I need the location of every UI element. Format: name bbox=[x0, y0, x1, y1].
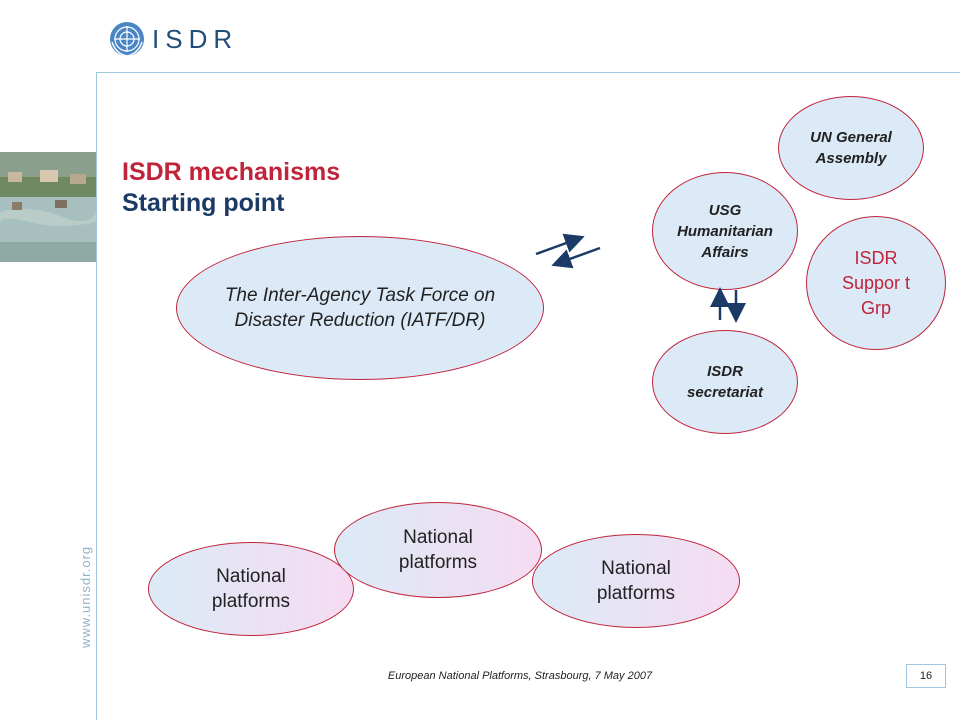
flood-photo-icon bbox=[0, 152, 96, 262]
page-number: 16 bbox=[906, 664, 946, 688]
left-divider bbox=[96, 72, 97, 720]
national-platforms-label-1: National platforms bbox=[211, 566, 291, 612]
isdr-secretariat-label: ISDR secretariat bbox=[687, 363, 763, 401]
title-line-1: ISDR mechanisms bbox=[122, 158, 341, 186]
iatf-node: The Inter-Agency Task Force on Disaster … bbox=[176, 236, 544, 380]
un-general-assembly-node: UN General Assembly bbox=[778, 96, 924, 200]
un-emblem-icon bbox=[110, 22, 144, 57]
arrow-to-usg bbox=[535, 233, 585, 256]
logo-text: ISDR bbox=[152, 23, 239, 54]
national-platforms-node-3: National platforms bbox=[532, 534, 740, 628]
national-platforms-node-1: National platforms bbox=[148, 542, 354, 636]
un-general-assembly-label: UN General Assembly bbox=[810, 129, 892, 167]
title-line-2: Starting point bbox=[122, 189, 285, 217]
slide-title: ISDR mechanisms Starting point bbox=[122, 157, 340, 219]
usg-label: USG Humanitarian Affairs bbox=[677, 201, 773, 261]
isdr-secretariat-node: ISDR secretariat bbox=[652, 330, 798, 434]
top-divider bbox=[96, 72, 960, 73]
isdr-support-group-label: ISDR Suppor t Grp bbox=[841, 247, 911, 318]
iatf-label: The Inter-Agency Task Force on Disaster … bbox=[224, 285, 496, 331]
website-url: www.unisdr.org bbox=[78, 545, 93, 648]
national-platforms-node-2: National platforms bbox=[334, 502, 542, 598]
national-platforms-label-3: National platforms bbox=[596, 558, 676, 604]
footer-caption: European National Platforms, Strasbourg,… bbox=[387, 670, 653, 682]
arrow-to-iatf bbox=[551, 246, 601, 269]
isdr-logo: ISDR bbox=[108, 20, 238, 58]
national-platforms-label-2: National platforms bbox=[398, 527, 478, 573]
usg-node: USG Humanitarian Affairs bbox=[652, 172, 798, 290]
isdr-support-group-node: ISDR Suppor t Grp bbox=[806, 216, 946, 350]
